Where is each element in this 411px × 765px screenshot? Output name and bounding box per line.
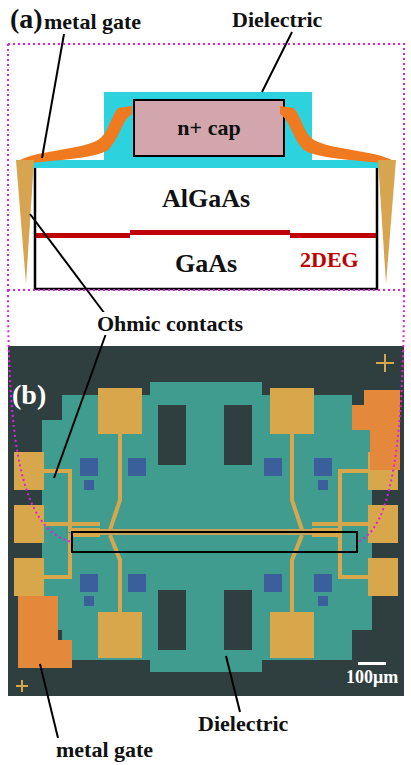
layer-box: n+ cap [134,100,284,156]
scale-label: 100μm [346,668,398,687]
layer-label: GaAs [175,249,237,279]
layer-box: AlGaAs [37,168,375,230]
part-label: metal gate [44,10,141,33]
layer-label: 2DEG [300,248,359,271]
part-label: Ohmic contacts [95,312,245,335]
part-label: Dielectric [232,8,322,31]
layer-label: n+ cap [177,115,240,141]
layer-label: AlGaAs [162,184,250,214]
panel-letter: (b) [12,380,46,409]
part-label: metal gate [56,738,153,761]
part-label: Dielectric [198,712,288,735]
panel-letter: (a) [10,4,43,33]
